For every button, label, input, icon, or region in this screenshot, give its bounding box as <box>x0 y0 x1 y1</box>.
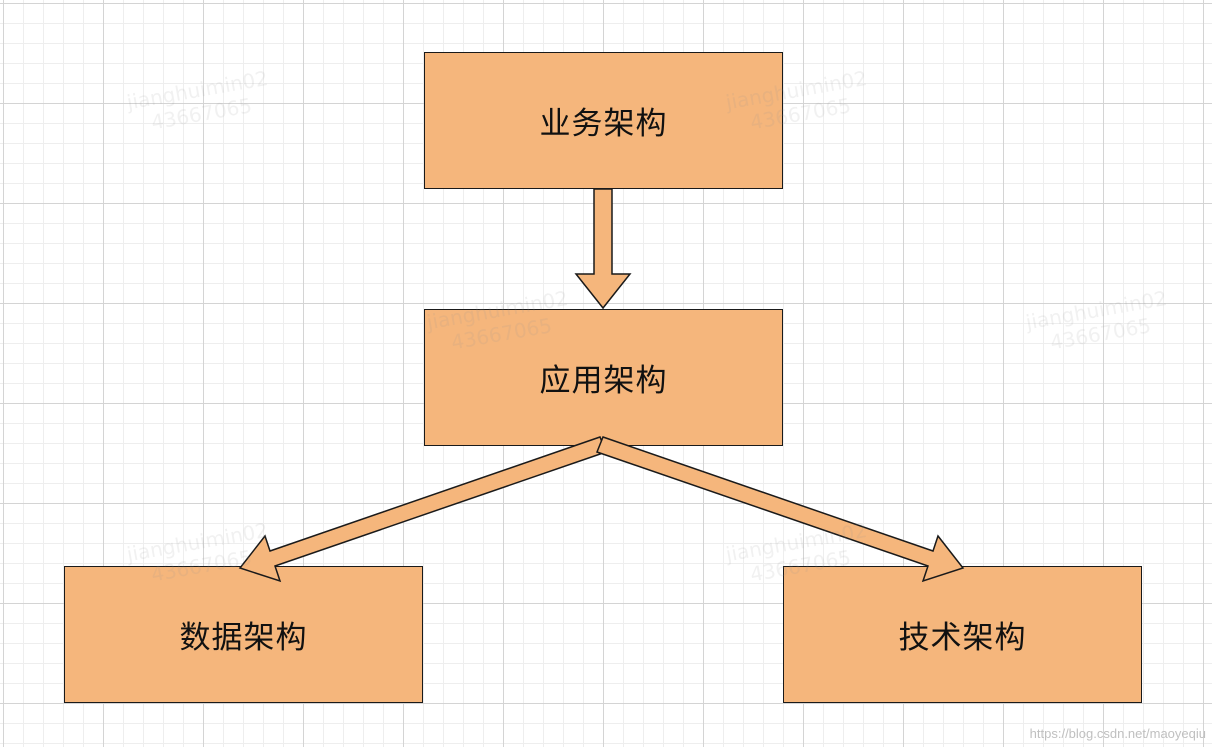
node-business-architecture[interactable]: 业务架构 <box>424 52 783 189</box>
source-url: https://blog.csdn.net/maoyeqiu <box>1029 726 1206 741</box>
node-technology-architecture[interactable]: 技术架构 <box>783 566 1142 703</box>
arrow-business-to-application <box>574 188 632 310</box>
arrow-application-to-data <box>238 436 607 583</box>
node-data-architecture[interactable]: 数据架构 <box>64 566 423 703</box>
arrow-application-to-technology <box>596 436 965 583</box>
